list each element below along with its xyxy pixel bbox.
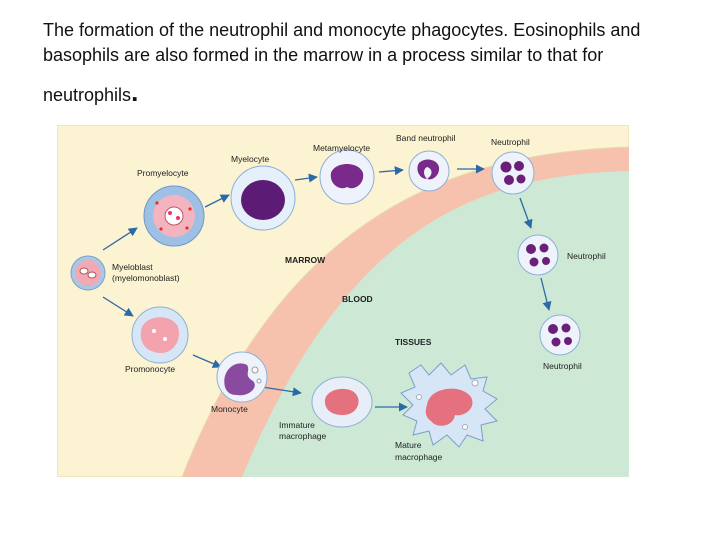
arrow-monocyte-to-immature xyxy=(261,386,302,397)
tissues-label: TISSUES xyxy=(395,337,432,347)
promonocyte-cell xyxy=(131,306,189,364)
neutrophil-blood-label: Neutrophil xyxy=(567,251,606,261)
hematopoiesis-figure: MARROW BLOOD TISSUES Myeloblast (myelomo… xyxy=(56,124,630,478)
immature-macrophage-label-sub: macrophage xyxy=(279,431,327,441)
myelocyte-label: Myelocyte xyxy=(231,154,270,164)
promonocyte-label: Promonocyte xyxy=(125,364,175,374)
caption-line-1: The formation of the neutrophil and mono… xyxy=(43,20,641,40)
arrow-metamyelocyte-to-band xyxy=(378,166,404,176)
neutrophil-tissue-label: Neutrophil xyxy=(543,361,582,371)
immature-macrophage-cell xyxy=(311,376,373,428)
arrow-promyelocyte-to-myelocyte xyxy=(204,194,230,208)
hematopoiesis-diagram: MARROW BLOOD TISSUES Myeloblast (myelomo… xyxy=(56,124,630,478)
arrow-blood-to-tissue xyxy=(540,277,552,311)
monocyte-label: Monocyte xyxy=(211,404,248,414)
monocyte-cell xyxy=(216,351,268,403)
arrow-myeloblast-to-promonocyte xyxy=(102,296,134,317)
immature-macrophage-label: Immature xyxy=(279,420,315,430)
myeloblast-label-sub: (myelomonoblast) xyxy=(112,273,180,283)
mature-macrophage-cell xyxy=(400,362,498,448)
arrow-neutrophil-to-blood xyxy=(519,197,533,229)
mature-macrophage-label-sub: macrophage xyxy=(395,452,443,462)
myeloblast-label: Myeloblast xyxy=(112,262,153,272)
band-neutrophil-cell xyxy=(408,150,450,192)
lineage-arrows xyxy=(102,164,552,412)
mature-macrophage-label: Mature xyxy=(395,440,422,450)
caption-end-mark: . xyxy=(131,77,139,107)
arrow-myelocyte-to-metamyelocyte xyxy=(294,173,318,183)
marrow-border xyxy=(56,124,630,478)
neutrophil-marrow-label: Neutrophil xyxy=(491,137,530,147)
myeloblast-cell xyxy=(70,255,106,291)
caption-line-2: basophils are also formed in the marrow … xyxy=(43,45,604,65)
promyelocyte-label: Promyelocyte xyxy=(137,168,189,178)
neutrophil-blood-cell xyxy=(517,234,559,276)
myelocyte-cell xyxy=(230,165,296,231)
caption-line-3-text: neutrophils xyxy=(43,85,132,105)
neutrophil-marrow-cell xyxy=(491,151,535,195)
band-neutrophil-label: Band neutrophil xyxy=(396,133,456,143)
metamyelocyte-cell xyxy=(319,149,375,205)
neutrophil-tissue-cell xyxy=(539,314,581,356)
arrow-myeloblast-to-promyelocyte xyxy=(102,227,138,251)
promyelocyte-cell xyxy=(143,185,205,247)
blood-band xyxy=(57,125,629,477)
caption: The formation of the neutrophil and mono… xyxy=(43,18,683,108)
marrow-label: MARROW xyxy=(285,255,326,265)
blood-label: BLOOD xyxy=(342,294,373,304)
arrow-promonocyte-to-monocyte xyxy=(192,354,222,368)
caption-line-3: neutrophils. xyxy=(43,77,683,108)
metamyelocyte-label: Metamyelocyte xyxy=(313,143,370,153)
